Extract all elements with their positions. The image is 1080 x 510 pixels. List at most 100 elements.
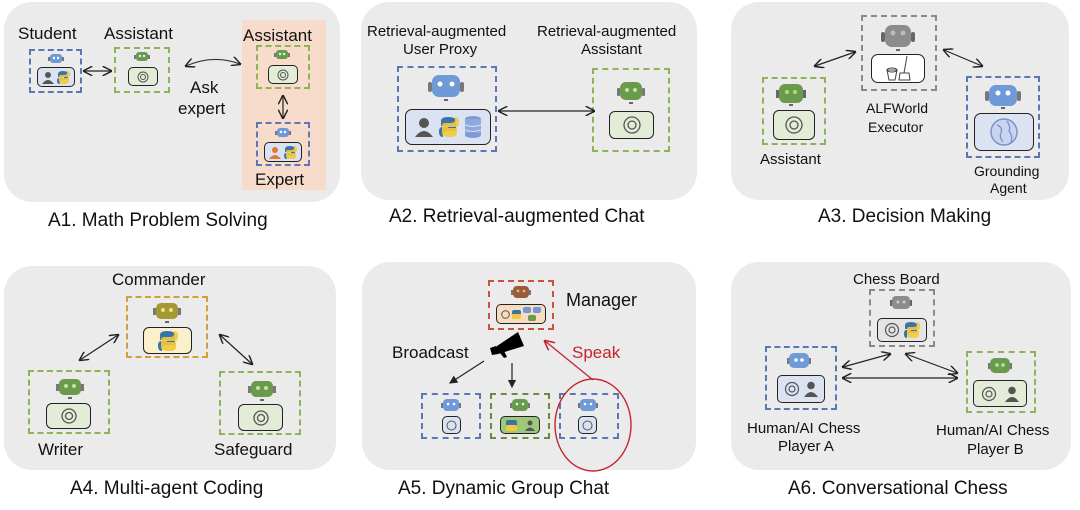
player-b-label-1: Human/AI Chess (936, 422, 1050, 439)
writer-label: Writer (38, 440, 84, 459)
robot-icon (274, 50, 290, 59)
grounding-label-2: Agent (990, 180, 1027, 196)
python-icon (439, 117, 459, 137)
ask-expert-label-2: expert (178, 99, 226, 118)
user-icon (524, 420, 535, 431)
robot-icon (153, 303, 181, 323)
executor-label-1: ALFWorld (866, 100, 928, 116)
panel-dynamic-group-chat (362, 262, 696, 470)
robot-icon (511, 286, 531, 298)
robot-icon (881, 25, 915, 51)
openai-icon (981, 386, 997, 401)
openai-icon (277, 69, 289, 80)
openai-icon (501, 309, 510, 319)
writer-agent (28, 370, 110, 434)
robot-icon (275, 128, 291, 137)
openai-icon (784, 381, 800, 397)
robot-icon (776, 84, 806, 106)
broadcast-label: Broadcast (392, 343, 469, 362)
manager-label: Manager (566, 290, 638, 310)
robot-icon (890, 296, 912, 309)
player-b-screen (973, 380, 1027, 407)
robot-icon (441, 399, 461, 411)
group-agent-2 (490, 393, 550, 439)
openai-icon (446, 420, 457, 430)
player-a-label-2: Player A (778, 438, 834, 455)
commander-label: Commander (112, 270, 206, 289)
arrow-broadcast-left (448, 360, 485, 384)
arrow-commander-safeguard (220, 335, 252, 364)
manager-agent (488, 280, 554, 330)
user-icon (269, 146, 281, 159)
alfworld-executor-agent (861, 15, 937, 91)
caption-a1: A1. Math Problem Solving (48, 210, 268, 231)
speaker-highlight-circle (554, 378, 632, 472)
bucket-mop-icon (886, 55, 911, 80)
robot-icon (787, 353, 811, 368)
openai-icon (785, 116, 803, 134)
openai-icon (60, 408, 77, 424)
panel-multi-agent-coding (4, 266, 336, 470)
grounding-label-1: Grounding (974, 163, 1040, 179)
robot-icon (523, 307, 541, 321)
arrow-speak (545, 341, 594, 381)
python-icon (284, 145, 297, 159)
caption-a3: A3. Decision Making (818, 206, 992, 227)
globe-icon (990, 118, 1018, 146)
robot-icon (134, 52, 150, 61)
robot-icon (48, 54, 64, 63)
commander-screen (143, 327, 192, 354)
user-icon (415, 118, 433, 137)
user-proxy-agent (397, 66, 497, 152)
chess-board-screen (877, 318, 927, 342)
robot-icon (510, 399, 530, 411)
robot-icon (617, 82, 645, 104)
ra-assistant-label-1: Retrieval-augmented (537, 23, 677, 40)
megaphone-icon (490, 332, 524, 358)
group-agent-1-screen (442, 416, 461, 434)
python-icon (157, 330, 178, 351)
robot-icon (988, 358, 1012, 373)
arrow-ask-expert (186, 59, 240, 66)
ask-expert-label-1: Ask (190, 78, 219, 97)
group-agent-2-screen (500, 416, 540, 434)
commander-agent (126, 296, 208, 358)
expert-label: Expert (255, 170, 305, 189)
python-icon (904, 322, 920, 338)
player-b-label-2: Player B (967, 441, 1024, 458)
assistant-screen (128, 67, 158, 86)
safeguard-screen (238, 404, 283, 431)
executor-screen (871, 54, 925, 83)
student-agent (29, 49, 82, 93)
expert-assistant-label: Assistant (243, 26, 312, 45)
student-screen (37, 67, 75, 87)
manager-screen (496, 304, 546, 324)
robot-icon (985, 85, 1021, 109)
player-b-agent (966, 351, 1036, 413)
speak-label: Speak (572, 343, 621, 362)
arrow-commander-writer (80, 335, 118, 360)
user-proxy-label-1: Retrieval-augmented (367, 23, 507, 40)
group-agent-3-screen (578, 416, 597, 434)
python-icon (512, 309, 521, 319)
caption-a2: A2. Retrieval-augmented Chat (389, 206, 645, 227)
arrow-board-player-b (906, 354, 957, 373)
chess-board-agent (869, 289, 935, 347)
grounding-agent (966, 76, 1040, 158)
robot-icon (248, 381, 276, 401)
player-a-screen (777, 375, 825, 403)
executor-label-2: Executor (868, 119, 924, 135)
student-label: Student (18, 24, 77, 43)
ra-assistant-screen (609, 111, 654, 139)
openai-icon (137, 71, 149, 82)
writer-screen (46, 403, 91, 429)
caption-a4: A4. Multi-agent Coding (70, 478, 264, 499)
robot-icon (428, 75, 464, 101)
decision-assistant-screen (773, 110, 815, 140)
expert-assistant-screen (268, 65, 298, 84)
user-proxy-screen (405, 109, 491, 145)
expert-agent (256, 122, 310, 166)
arrow-assistant-executor (815, 52, 855, 66)
group-agent-3 (559, 393, 619, 439)
